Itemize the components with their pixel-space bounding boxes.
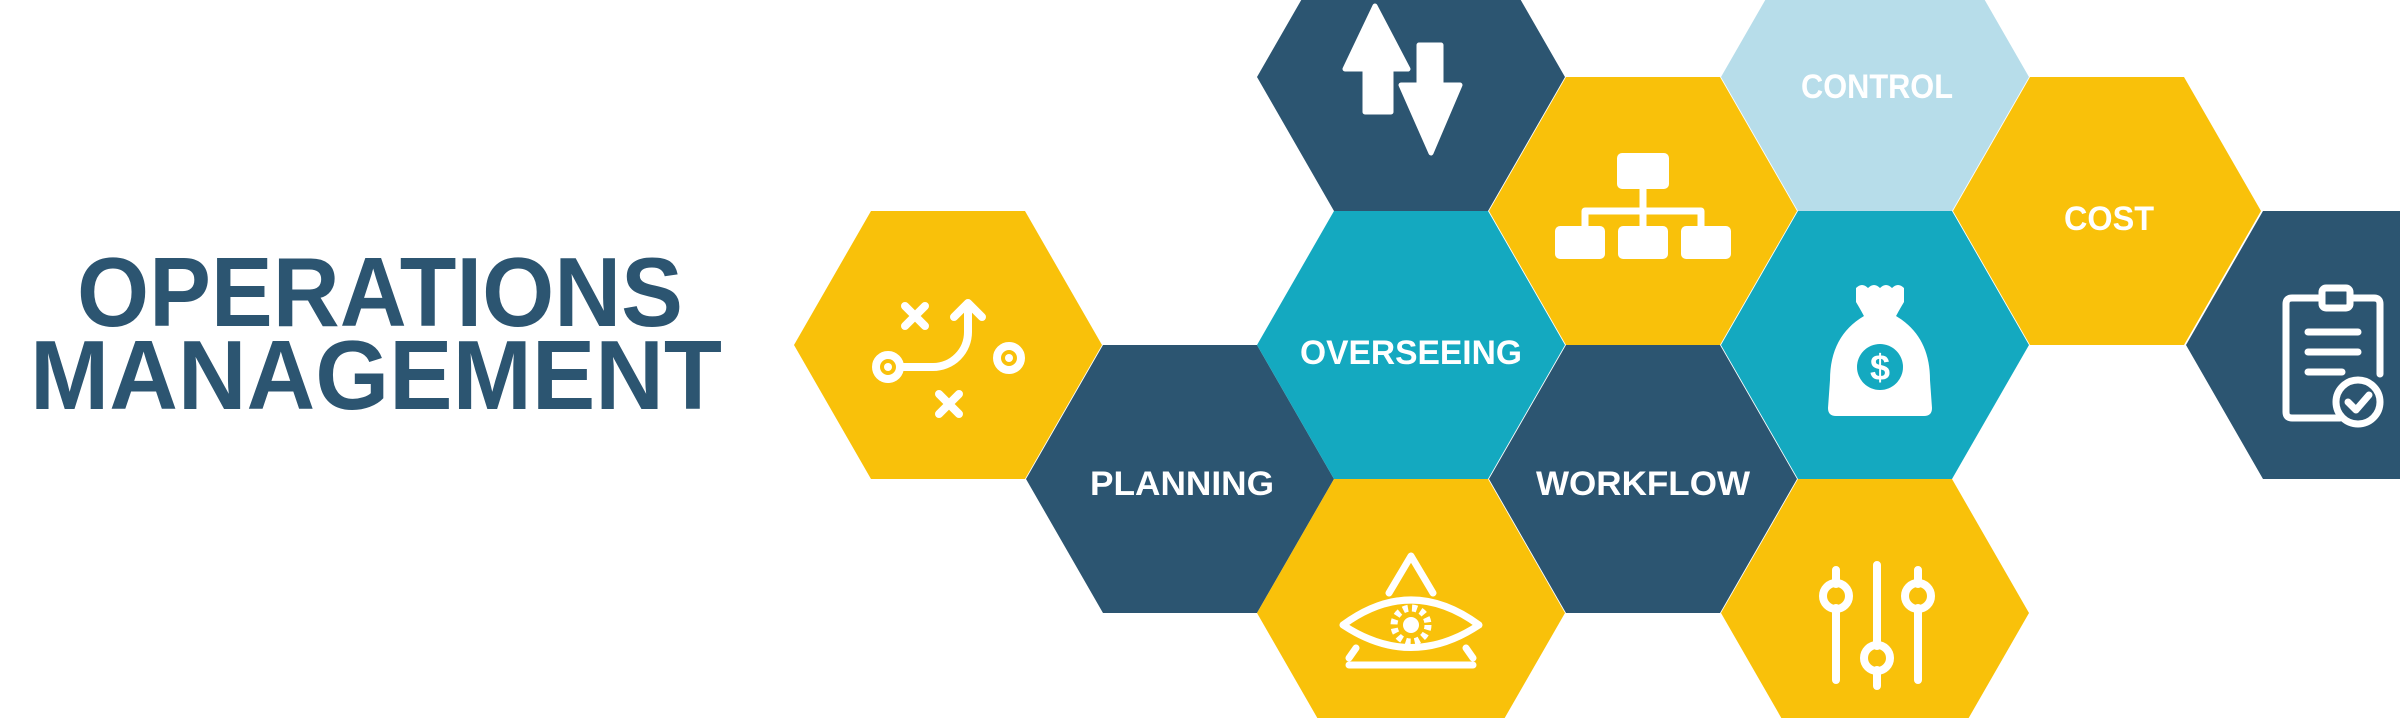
label-control: CONTROL xyxy=(1801,68,1953,106)
label-planning: PLANNING xyxy=(1090,465,1274,503)
hex-strategy xyxy=(794,211,1102,479)
hex-overseeing xyxy=(1257,211,1565,479)
clipboard-check-icon xyxy=(2282,284,2384,428)
title-line-2: MANAGEMENT xyxy=(30,320,722,430)
label-cost: COST xyxy=(2064,200,2154,238)
money-bag-icon: $ xyxy=(1828,285,1932,416)
up-down-arrows-icon xyxy=(1342,3,1463,156)
label-overseeing: OVERSEEING xyxy=(1300,334,1522,372)
sliders-icon xyxy=(1819,561,1935,690)
hex-control xyxy=(1721,0,2029,211)
eye-icon xyxy=(1339,552,1483,669)
hex-planning xyxy=(1026,345,1334,613)
title-line-1: OPERATIONS xyxy=(77,237,683,347)
dollar-sign: $ xyxy=(1870,347,1890,388)
label-workflow: WORKFLOW xyxy=(1536,465,1751,503)
hierarchy-icon xyxy=(1555,153,1731,259)
hex-cost xyxy=(1953,77,2261,345)
hex-workflow xyxy=(1489,345,1797,613)
strategy-icon xyxy=(872,299,1025,418)
hex-clipboard xyxy=(2186,211,2400,479)
